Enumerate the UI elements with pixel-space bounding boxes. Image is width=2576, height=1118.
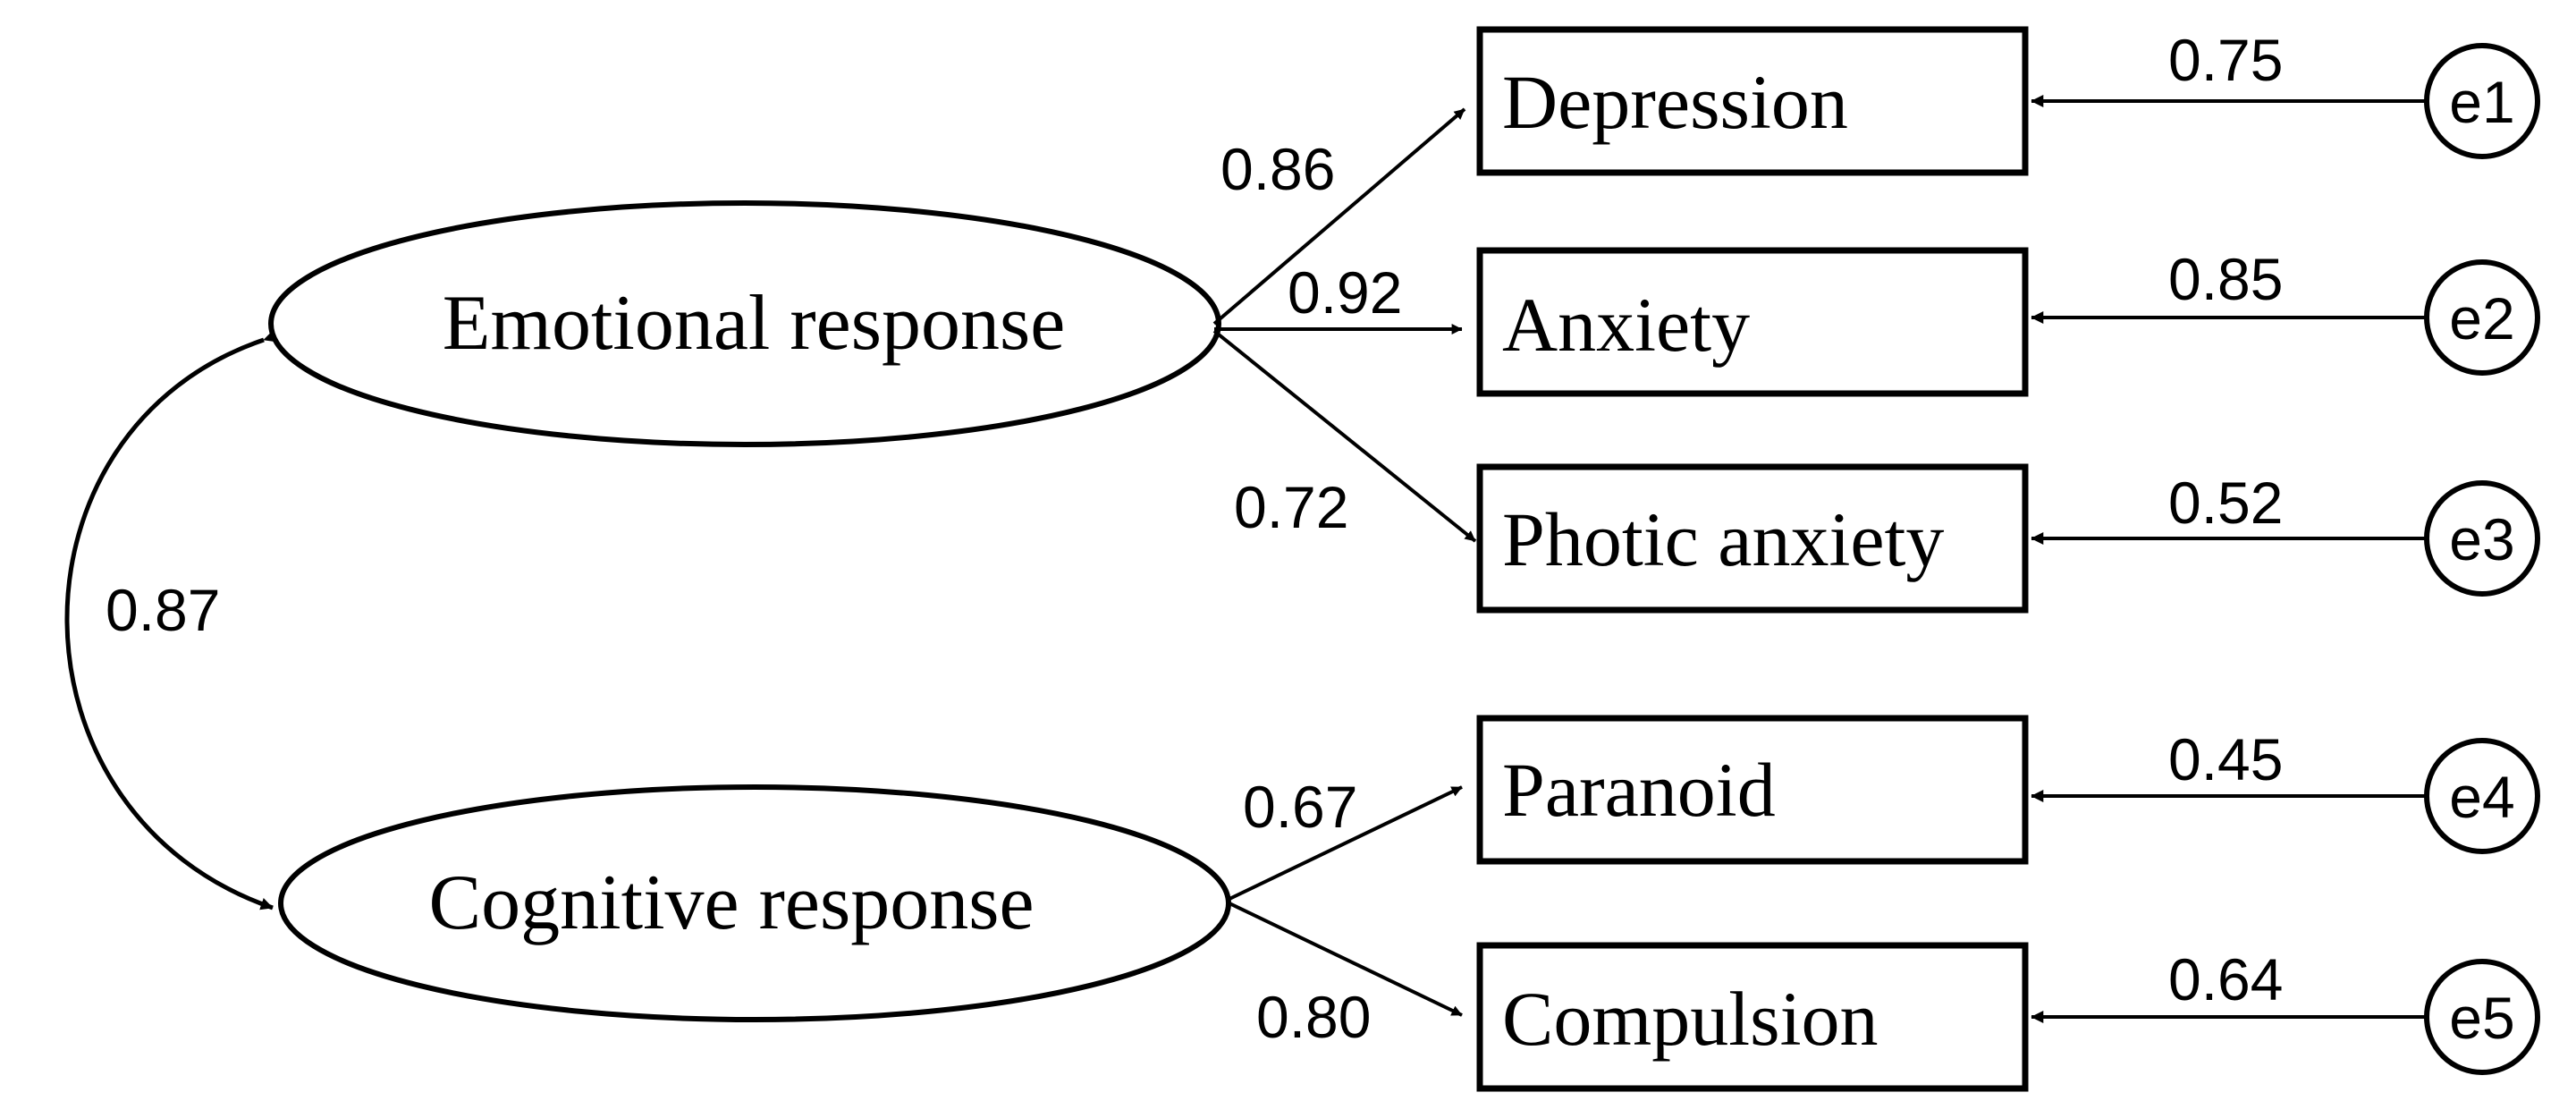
error-e4: e4 <box>2424 738 2540 854</box>
error-value-e1: 0.75 <box>2168 27 2283 93</box>
arrow-emotional-depression <box>1212 107 1466 326</box>
arrow-cognitive-paranoid <box>1229 785 1463 901</box>
latent-cognitive-response: Cognitive response <box>278 784 1231 1022</box>
observed-compulsion-label: Compulsion <box>1502 976 1879 1062</box>
correlation-arc <box>64 330 277 910</box>
observed-paranoid-label: Paranoid <box>1502 747 1776 833</box>
observed-depression-label: Depression <box>1502 59 1848 145</box>
observed-compulsion: Compulsion <box>1476 942 2029 1092</box>
observed-photic-anxiety: Photic anxiety <box>1476 463 2029 614</box>
latent-cognitive-label: Cognitive response <box>428 860 1034 946</box>
loading-label-compulsion: 0.80 <box>1256 984 1371 1050</box>
error-e5-label: e5 <box>2449 985 2514 1051</box>
arrow-emotional-photic <box>1212 329 1477 543</box>
error-e1-label: e1 <box>2449 69 2514 135</box>
error-value-e4: 0.45 <box>2168 726 2283 792</box>
observed-depression: Depression <box>1476 26 2029 176</box>
error-e1: e1 <box>2424 43 2540 159</box>
error-value-e5: 0.64 <box>2168 946 2283 1012</box>
error-arrows <box>2031 95 2425 1023</box>
error-e3: e3 <box>2424 480 2540 597</box>
error-e2-label: e2 <box>2449 285 2514 351</box>
observed-paranoid: Paranoid <box>1476 715 2029 865</box>
observed-anxiety-label: Anxiety <box>1502 282 1750 368</box>
error-value-e2: 0.85 <box>2168 246 2283 312</box>
error-e5: e5 <box>2424 959 2540 1075</box>
error-e4-label: e4 <box>2449 764 2514 830</box>
loading-label-depression: 0.86 <box>1220 136 1335 202</box>
error-value-e3: 0.52 <box>2168 470 2283 536</box>
loading-arrows <box>1212 107 1477 1017</box>
error-e3-label: e3 <box>2449 506 2514 572</box>
loading-label-paranoid: 0.67 <box>1243 774 1357 840</box>
latent-emotional-label: Emotional response <box>443 280 1066 367</box>
loading-label-anxiety: 0.92 <box>1288 259 1402 326</box>
error-e2: e2 <box>2424 259 2540 376</box>
observed-anxiety: Anxiety <box>1476 247 2029 397</box>
correlation-label: 0.87 <box>106 577 220 643</box>
loading-label-photic: 0.72 <box>1234 474 1348 540</box>
latent-emotional-response: Emotional response <box>268 200 1221 447</box>
arrow-cognitive-compulsion <box>1229 902 1463 1017</box>
observed-photic-label: Photic anxiety <box>1502 496 1944 582</box>
